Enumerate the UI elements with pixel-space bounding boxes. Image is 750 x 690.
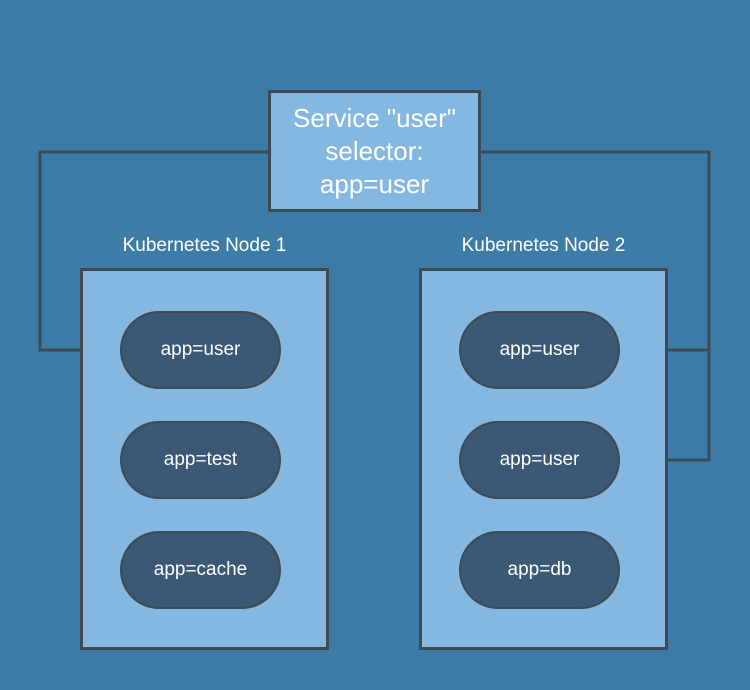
pod: app=user (459, 421, 620, 499)
node-1-title: Kubernetes Node 1 (122, 235, 287, 256)
node-1-box: app=user app=test app=cache (80, 268, 329, 650)
arrow-line (481, 150, 711, 352)
pod-label: app=user (160, 339, 241, 360)
pod-label: app=test (163, 449, 238, 470)
pod: app=db (459, 531, 620, 609)
pod: app=user (459, 311, 620, 389)
service-selector-line: app=user (319, 168, 430, 199)
service-selector-line: Service "user" (293, 102, 456, 133)
node-2-title: Kubernetes Node 2 (461, 235, 626, 256)
node-2-box: app=user app=user app=db (419, 268, 668, 650)
pod-label: app=db (507, 559, 572, 580)
pod: app=cache (120, 531, 281, 609)
pod-label: app=cache (153, 559, 248, 580)
pod: app=test (120, 421, 281, 499)
pod-label: app=user (499, 339, 580, 360)
arrow-line (38, 150, 268, 352)
service-selector-line: selector: (325, 135, 424, 166)
pod-label: app=user (499, 449, 580, 470)
service-selector-box: Service "user" selector: app=user (268, 90, 481, 212)
pod: app=user (120, 311, 281, 389)
